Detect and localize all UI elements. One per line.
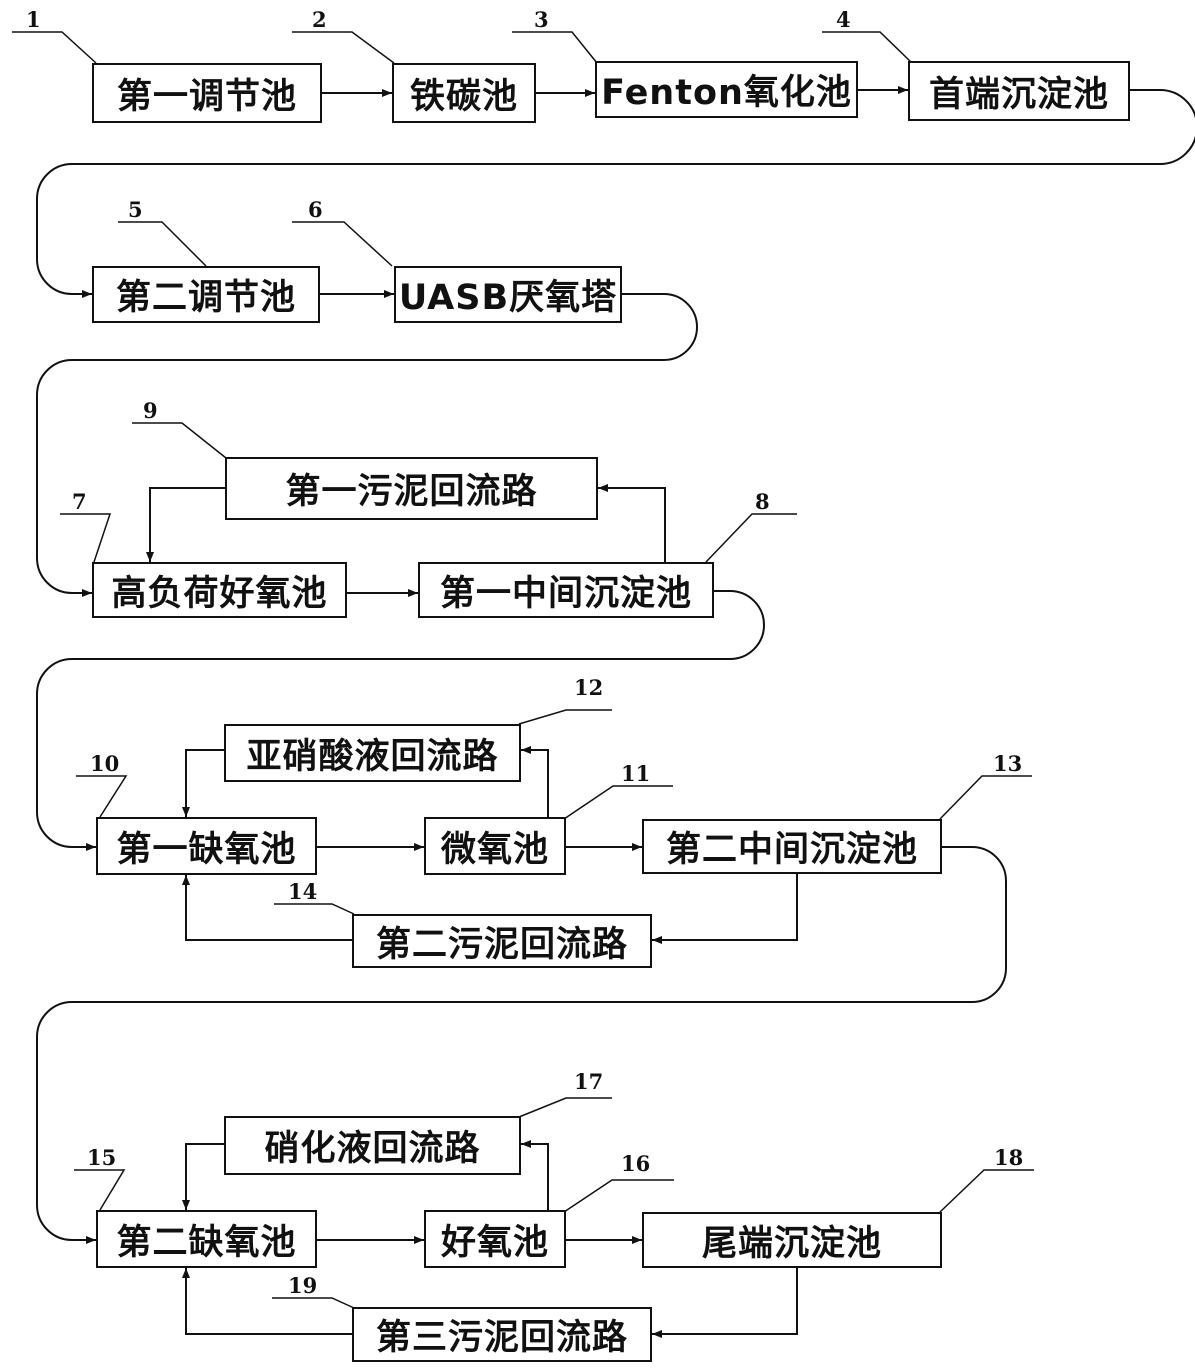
unit-17-label: 硝化液回流路 <box>264 1129 481 1169</box>
unit-18-box: 尾端沉淀池 <box>642 1212 942 1268</box>
unit-4-number: 4 <box>836 7 851 32</box>
unit-7-box: 高负荷好氧池 <box>92 562 347 618</box>
flow-14-10 <box>182 875 352 941</box>
unit-4-label: 首端沉淀池 <box>928 74 1109 115</box>
flow-17-15 <box>182 1143 224 1210</box>
unit-12-number: 12 <box>574 675 604 700</box>
unit-9-box: 第一污泥回流路 <box>225 457 598 520</box>
unit-19-number: 19 <box>288 1273 318 1298</box>
unit-3-label: Fenton氧化池 <box>601 73 852 113</box>
flow-6-7 <box>36 293 698 597</box>
unit-3-box: Fenton氧化池 <box>595 61 858 118</box>
unit-7-number: 7 <box>72 489 87 514</box>
unit-1-label: 第一调节池 <box>116 76 297 117</box>
unit-12-box: 亚硝酸液回流路 <box>224 724 521 782</box>
unit-10-label: 第一缺氧池 <box>116 829 297 870</box>
unit-8-box: 第一中间沉淀池 <box>418 562 714 618</box>
flow-12-10 <box>182 749 224 817</box>
flow-11-12 <box>521 746 549 817</box>
flow-8-10 <box>36 590 765 851</box>
unit-15-box: 第二缺氧池 <box>96 1210 317 1268</box>
flow-18-19 <box>652 1268 798 1338</box>
unit-15-number: 15 <box>87 1145 117 1170</box>
unit-9-label: 第一污泥回流路 <box>285 472 538 512</box>
unit-10-box: 第一缺氧池 <box>96 817 317 875</box>
unit-5-label: 第二调节池 <box>115 278 296 318</box>
unit-1-box: 第一调节池 <box>92 63 322 123</box>
flow-13-15 <box>36 846 1007 1244</box>
unit-15-label: 第二缺氧池 <box>116 1222 297 1263</box>
unit-7-label: 高负荷好氧池 <box>111 573 328 614</box>
flow-9-7 <box>146 487 225 562</box>
unit-10-number: 10 <box>90 751 120 776</box>
flow-4-5 <box>36 89 1195 298</box>
unit-2-number: 2 <box>312 7 327 32</box>
unit-1-number: 1 <box>26 7 41 32</box>
flow-19-15 <box>182 1268 352 1335</box>
unit-5-number: 5 <box>128 197 143 222</box>
unit-3-number: 3 <box>534 7 549 32</box>
flow-8-9 <box>598 484 666 562</box>
unit-8-label: 第一中间沉淀池 <box>439 573 692 614</box>
unit-13-label: 第二中间沉淀池 <box>665 830 918 870</box>
unit-2-box: 铁碳池 <box>392 63 536 123</box>
unit-17-box: 硝化液回流路 <box>224 1116 521 1175</box>
unit-4-box: 首端沉淀池 <box>908 61 1130 121</box>
unit-2-label: 铁碳池 <box>409 76 518 117</box>
unit-18-label: 尾端沉淀池 <box>701 1223 882 1264</box>
unit-6-box: UASB厌氧塔 <box>394 266 622 323</box>
unit-11-box: 微氧池 <box>424 817 566 875</box>
unit-13-number: 13 <box>993 751 1023 776</box>
unit-16-label: 好氧池 <box>440 1222 549 1263</box>
unit-13-box: 第二中间沉淀池 <box>642 819 942 874</box>
unit-6-label: UASB厌氧塔 <box>398 278 618 318</box>
unit-16-number: 16 <box>621 1151 651 1176</box>
unit-19-label: 第三污泥回流路 <box>375 1318 628 1358</box>
unit-16-box: 好氧池 <box>424 1210 566 1268</box>
unit-18-number: 18 <box>994 1145 1024 1170</box>
unit-14-number: 14 <box>288 879 318 904</box>
unit-14-box: 第二污泥回流路 <box>352 914 652 968</box>
unit-11-label: 微氧池 <box>440 829 549 870</box>
unit-11-number: 11 <box>621 761 651 786</box>
unit-5-box: 第二调节池 <box>92 266 320 323</box>
unit-6-number: 6 <box>308 197 323 222</box>
leader-lines <box>12 31 1034 1309</box>
unit-8-number: 8 <box>755 489 770 514</box>
unit-19-box: 第三污泥回流路 <box>352 1307 652 1362</box>
unit-17-number: 17 <box>574 1069 604 1094</box>
unit-9-number: 9 <box>143 398 158 423</box>
flow-13-14 <box>652 874 798 944</box>
flow-16-17 <box>521 1140 549 1210</box>
unit-14-label: 第二污泥回流路 <box>375 924 628 965</box>
unit-12-label: 亚硝酸液回流路 <box>246 736 499 777</box>
